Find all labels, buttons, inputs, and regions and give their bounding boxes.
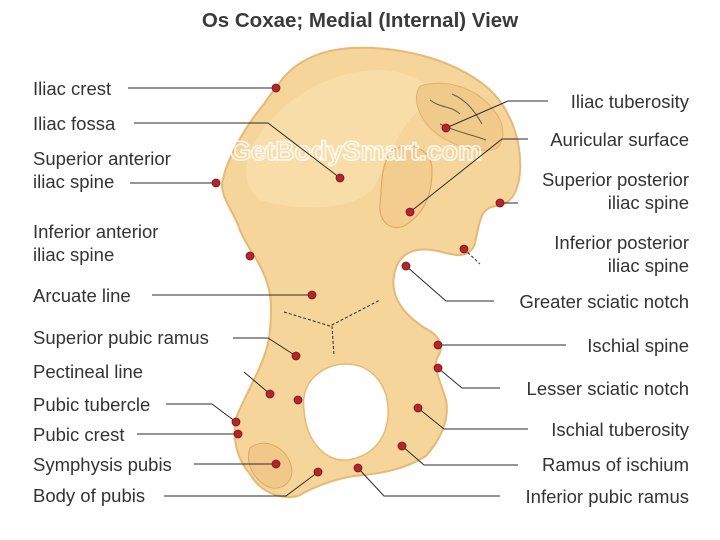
marker-inferior-pubic-ramus (354, 464, 362, 472)
marker-body-of-pubis (314, 468, 322, 476)
label-ischial-spine: Ischial spine (587, 335, 689, 356)
marker-ramus-of-ischium (398, 442, 406, 450)
marker-pectineal-line (266, 390, 274, 398)
label-inferior-anterior-line2: iliac spine (33, 244, 114, 265)
marker-iliac-tuberosity (442, 124, 450, 132)
marker-iliac-crest (272, 84, 280, 92)
marker-pubic-crest (234, 430, 242, 438)
label-pectineal-line: Pectineal line (33, 361, 143, 382)
label-auricular-surface: Auricular surface (550, 129, 689, 150)
marker-inferior-anterior-iliac-spine (246, 252, 254, 260)
label-ramus-of-ischium: Ramus of ischium (542, 454, 689, 475)
marker-iliac-fossa (336, 174, 344, 182)
marker-pubic-tubercle (232, 418, 240, 426)
label-lesser-sciatic-notch: Lesser sciatic notch (527, 378, 689, 399)
marker-superior-pubic-ramus (292, 352, 300, 360)
label-pubic-tubercle: Pubic tubercle (33, 394, 150, 415)
marker-superior-anterior-iliac-spine (212, 179, 220, 187)
label-superior-anterior-line2: iliac spine (33, 171, 114, 192)
label-inferior-posterior-line1: Inferior posterior (554, 232, 689, 253)
leader-greater-sciatic-notch (406, 266, 494, 301)
marker-auricular-surface (406, 208, 414, 216)
label-pubic-crest: Pubic crest (33, 424, 125, 445)
marker-arcuate-line (308, 291, 316, 299)
label-iliac-crest: Iliac crest (33, 78, 111, 99)
label-superior-anterior-line1: Superior anterior (33, 148, 171, 169)
marker-symphysis-pubis (272, 460, 280, 468)
label-iliac-tuberosity: Iliac tuberosity (571, 91, 690, 112)
marker-lesser-sciatic-notch (434, 364, 442, 372)
label-arcuate-line: Arcuate line (33, 285, 131, 306)
leader-pubic-tubercle (166, 404, 236, 422)
obturator-foramen (304, 364, 389, 460)
diagram-title: Os Coxae; Medial (Internal) View (202, 9, 518, 32)
marker-ischial-spine (434, 341, 442, 349)
label-superior-posterior-line1: Superior posterior (542, 169, 689, 190)
label-superior-posterior-line2: iliac spine (608, 192, 689, 213)
marker-inferior-posterior-iliac-spine (460, 245, 468, 253)
label-body-of-pubis: Body of pubis (33, 485, 145, 506)
label-ischial-tuberosity: Ischial tuberosity (551, 419, 690, 440)
label-greater-sciatic-notch: Greater sciatic notch (519, 291, 689, 312)
right-labels: Iliac tuberosity Auricular surface Super… (519, 91, 689, 507)
label-inferior-anterior-line1: Inferior anterior (33, 221, 158, 242)
label-inferior-posterior-line2: iliac spine (608, 255, 689, 276)
marker-ischial-tuberosity (414, 404, 422, 412)
marker-superior-posterior-iliac-spine (496, 199, 504, 207)
leader-lesser-sciatic-notch (438, 368, 500, 388)
label-symphysis-pubis: Symphysis pubis (33, 454, 172, 475)
label-iliac-fossa: Iliac fossa (33, 113, 116, 134)
watermark-text: GetBodySmart.com (230, 136, 482, 166)
marker-greater-sciatic-notch (402, 262, 410, 270)
left-labels: Iliac crest Iliac fossa Superior anterio… (33, 78, 209, 506)
label-inferior-pubic-ramus: Inferior pubic ramus (526, 486, 689, 507)
marker-obturator-rim (294, 396, 302, 404)
label-superior-pubic-ramus: Superior pubic ramus (33, 327, 209, 348)
